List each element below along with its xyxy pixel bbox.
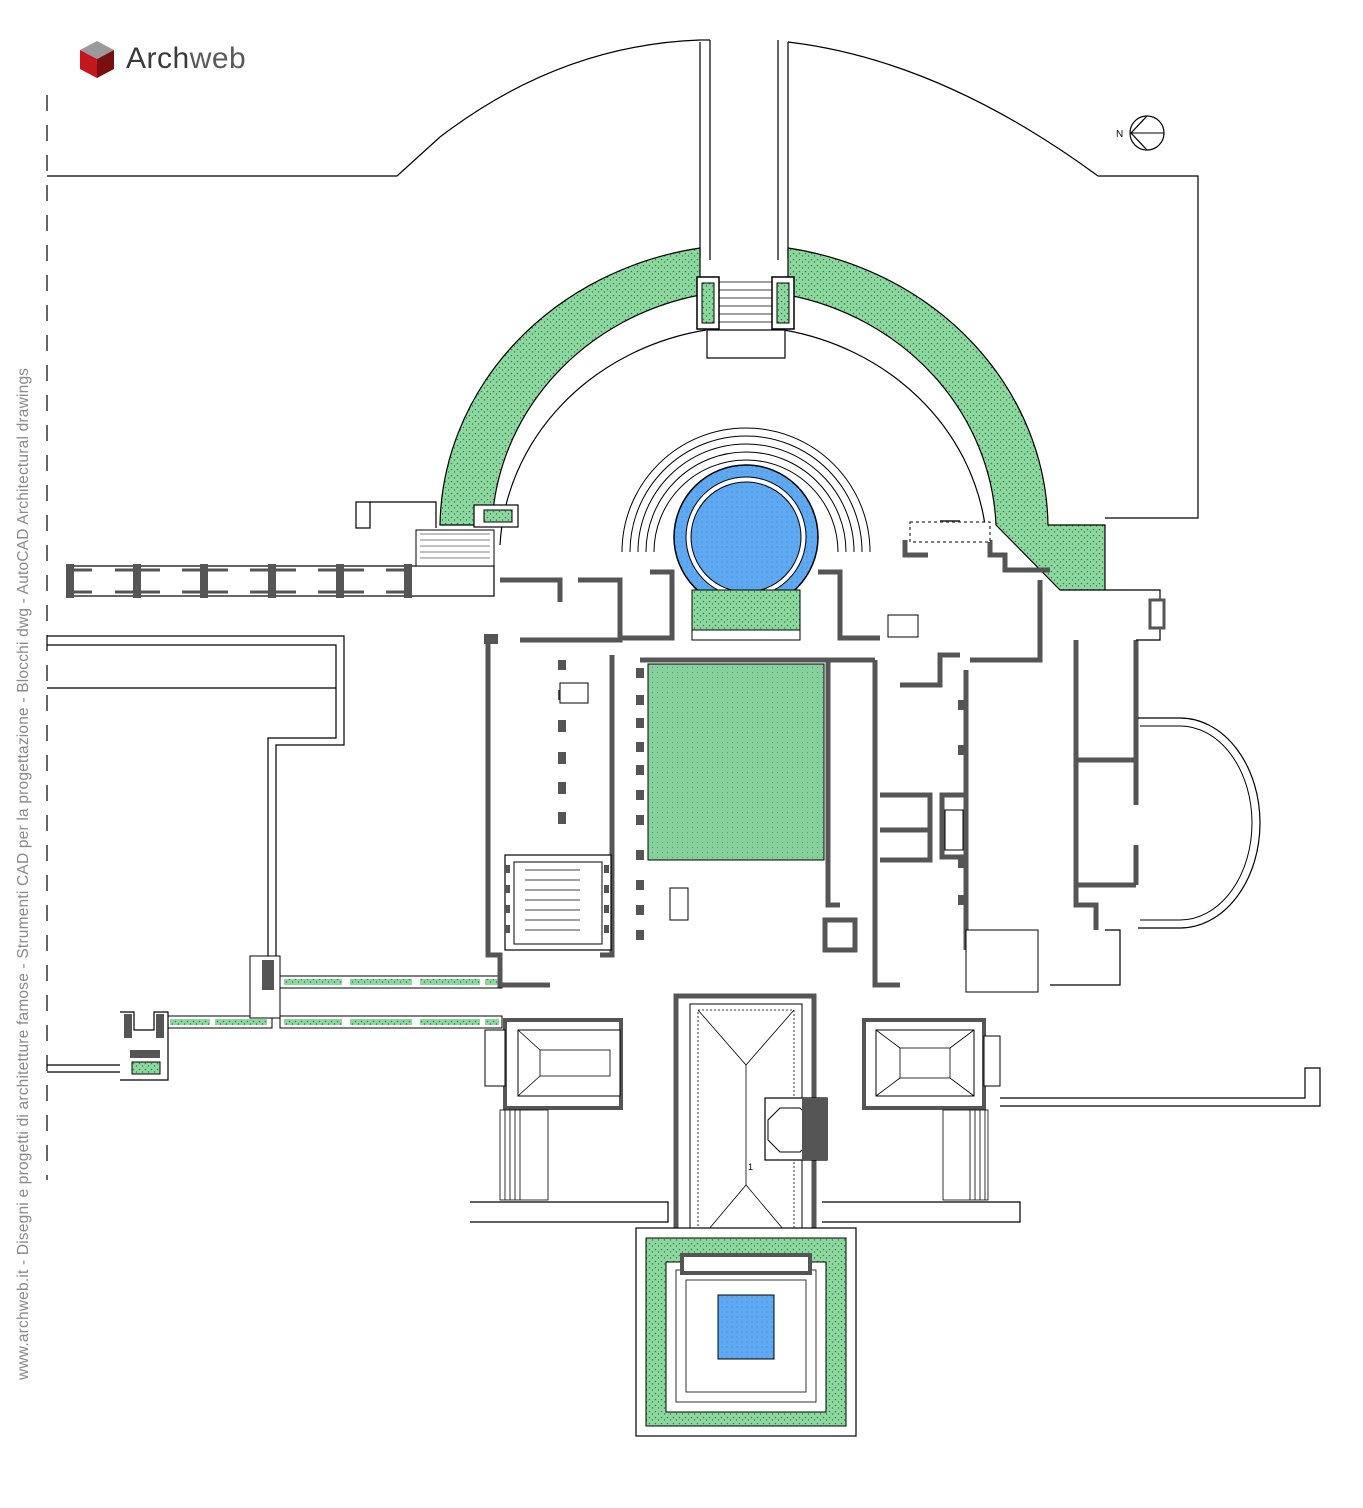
south-pool [717,1294,775,1360]
small-pavilion [120,1011,169,1081]
semicircle-lawn [439,247,701,526]
south-stairs [499,1109,989,1201]
brand-name-part2: web [189,42,247,75]
north-arrow: N [1116,115,1165,151]
west-wing-roof [484,1018,623,1110]
north-label: N [1116,129,1123,140]
archweb-logo[interactable]: Archweb [76,38,246,80]
east-wing-roof [862,1018,1001,1110]
room-number-label: 1 [748,1162,753,1172]
main-building [485,540,1139,988]
cube-logo-icon [80,41,114,78]
central-courtyard [647,663,825,861]
brand-name-part1: Arch [126,42,190,75]
brand-name: Archweb [126,42,246,76]
west-terrace-walk [163,955,503,1029]
east-apse [1138,717,1261,929]
site-boundary [47,39,1199,519]
